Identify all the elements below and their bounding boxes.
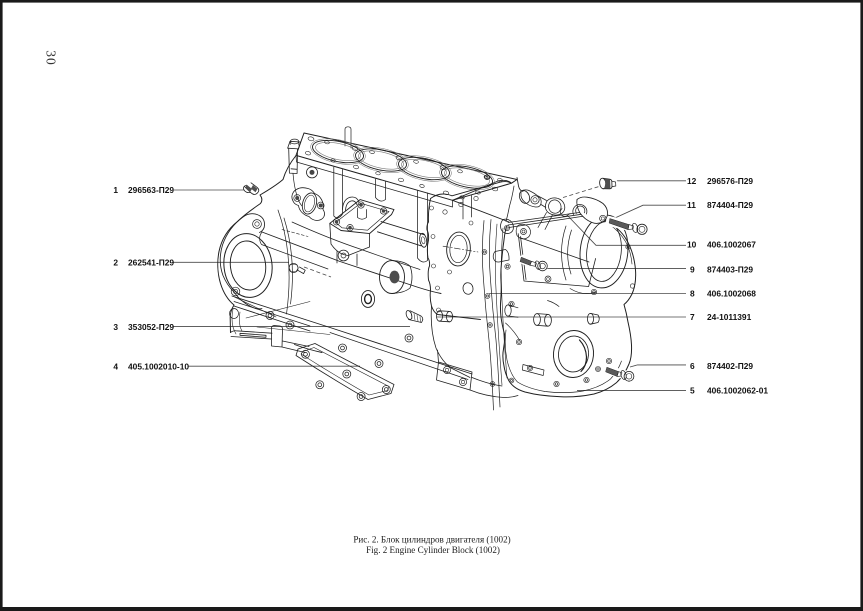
svg-text:874402-П29: 874402-П29 — [707, 361, 753, 371]
svg-text:353052-П29: 353052-П29 — [128, 322, 174, 332]
svg-text:30: 30 — [43, 50, 58, 66]
svg-text:405.1002010-10: 405.1002010-10 — [128, 361, 189, 371]
svg-text:7: 7 — [690, 312, 695, 322]
svg-text:1: 1 — [113, 185, 118, 195]
svg-text:406.1002062-01: 406.1002062-01 — [707, 385, 768, 395]
svg-text:4: 4 — [113, 361, 118, 371]
svg-text:2: 2 — [113, 258, 118, 268]
svg-text:406.1002068: 406.1002068 — [707, 289, 756, 299]
svg-text:Рис. 2. Блок цилиндров двигате: Рис. 2. Блок цилиндров двигателя (1002) — [353, 534, 510, 544]
svg-text:6: 6 — [690, 361, 695, 371]
svg-text:874404-П29: 874404-П29 — [707, 200, 753, 210]
svg-text:Fig. 2 Engine Cylinder Block (: Fig. 2 Engine Cylinder Block (1002) — [366, 545, 500, 555]
svg-text:406.1002067: 406.1002067 — [707, 240, 756, 250]
svg-text:12: 12 — [687, 176, 697, 186]
svg-text:874403-П29: 874403-П29 — [707, 265, 753, 275]
svg-text:296576-П29: 296576-П29 — [707, 176, 753, 186]
svg-text:3: 3 — [113, 322, 118, 332]
svg-text:262541-П29: 262541-П29 — [128, 258, 174, 268]
svg-text:5: 5 — [690, 385, 695, 395]
svg-text:8: 8 — [690, 289, 695, 299]
svg-text:296563-П29: 296563-П29 — [128, 185, 174, 195]
svg-text:10: 10 — [687, 240, 697, 250]
svg-text:24-1011391: 24-1011391 — [707, 312, 752, 322]
svg-text:9: 9 — [690, 265, 695, 275]
svg-text:11: 11 — [687, 200, 696, 210]
